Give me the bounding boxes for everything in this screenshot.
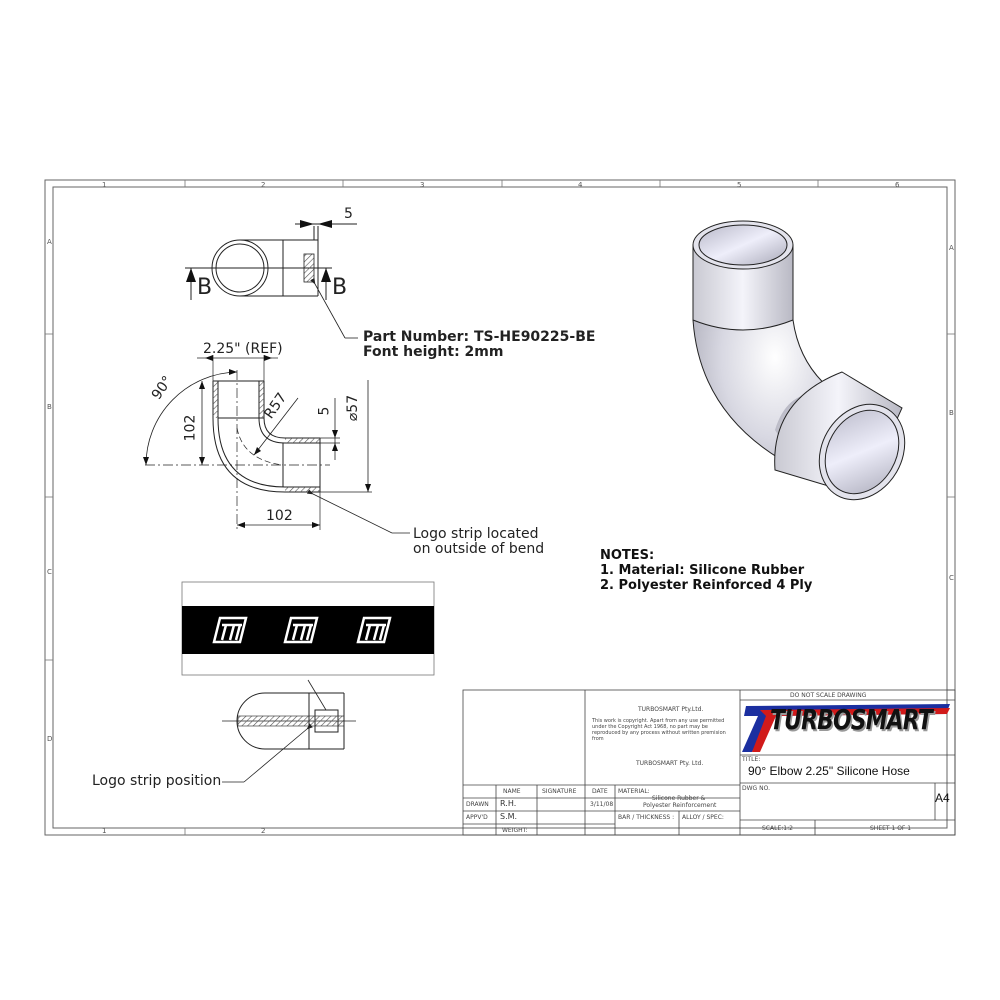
- weight-label: WEIGHT:: [502, 827, 528, 834]
- material-label: MATERIAL:: [618, 788, 650, 795]
- hdr-date: DATE: [592, 788, 608, 795]
- turbosmart-logo: TURBOSMART: [770, 703, 933, 736]
- company-name: TURBOSMART Pty.Ltd.: [638, 706, 704, 713]
- zone-left-d: D: [47, 735, 53, 743]
- sheet-count: SHEET 1 OF 1: [870, 825, 912, 832]
- dwg-no-label: DWG NO.: [742, 785, 770, 792]
- zone-top-2: 2: [261, 181, 266, 189]
- drawn-name: R.H.: [500, 799, 517, 808]
- drawn-date: 3/11/08: [590, 801, 614, 808]
- zone-left-b: B: [47, 403, 52, 411]
- zone-top-5: 5: [737, 181, 742, 189]
- dim-ref-diameter: 2.25" (REF): [203, 341, 283, 357]
- zone-bottom-2: 2: [261, 827, 266, 835]
- logo-strip-callout-line1: Logo strip located: [413, 526, 539, 542]
- dim-height: 102: [182, 414, 199, 442]
- drawing-title: 90° Elbow 2.25" Silicone Hose: [748, 764, 910, 778]
- zone-top-1: 1: [102, 181, 107, 189]
- material-line1: Silicone Rubber &: [652, 795, 706, 802]
- zone-left-c: C: [47, 568, 52, 576]
- section-label-left: B: [197, 275, 213, 300]
- part-number: Part Number: TS-HE90225-BE: [363, 329, 596, 345]
- zone-right-c: C: [949, 574, 954, 582]
- turbosmart-t-logo-icon: [356, 616, 392, 644]
- zone-top-3: 3: [420, 181, 425, 189]
- dim-outer-diameter: ⌀57: [345, 394, 362, 422]
- font-height: Font height: 2mm: [363, 344, 504, 360]
- do-not-scale-label: DO NOT SCALE DRAWING: [790, 692, 867, 699]
- company-footer: TURBOSMART Pty. Ltd.: [636, 760, 704, 767]
- logo-strip-callout: Logo strip located on outside of bend: [413, 527, 544, 557]
- dim-wall-thickness-label: 5: [344, 206, 353, 222]
- drawn-label: DRAWN: [466, 801, 489, 808]
- note-item: 2. Polyester Reinforced 4 Ply: [600, 578, 813, 593]
- bar-thickness-label: BAR / THICKNESS :: [618, 814, 675, 821]
- title-label: TITLE:: [742, 756, 761, 763]
- hdr-signature: SIGNATURE: [542, 788, 577, 795]
- scale-label: SCALE:1:2: [762, 825, 793, 832]
- notes-heading: NOTES:: [600, 548, 655, 563]
- section-label-right: B: [332, 275, 348, 300]
- sheet-size: A4: [935, 791, 950, 805]
- note-item: 1. Material: Silicone Rubber: [600, 563, 805, 578]
- zone-right-a: A: [949, 244, 954, 252]
- notes-block: NOTES: 1. Material: Silicone Rubber 2. P…: [600, 548, 812, 593]
- zone-left-a: A: [47, 238, 52, 246]
- zone-top-6: 6: [895, 181, 900, 189]
- zone-right-b: B: [949, 409, 954, 417]
- logo-strip-callout-line2: on outside of bend: [413, 541, 545, 557]
- copyright-notice: This work is copyright. Apart from any u…: [592, 718, 726, 742]
- logo-strip-position-label: Logo strip position: [92, 773, 222, 789]
- hdr-name: NAME: [503, 788, 521, 795]
- appvd-label: APPV'D: [466, 814, 488, 821]
- dim-length: 102: [266, 508, 293, 524]
- zone-top-4: 4: [578, 181, 583, 189]
- zone-bottom-1: 1: [102, 827, 107, 835]
- turbosmart-t-logo-icon: [283, 616, 319, 644]
- material-line2: Polyester Reinforcement: [643, 802, 717, 809]
- alloy-spec-label: ALLOY / SPEC:: [682, 814, 724, 821]
- appvd-name: S.M.: [500, 812, 518, 821]
- dim-wall: 5: [316, 406, 333, 416]
- logo-strip: [182, 606, 434, 654]
- part-number-callout: Part Number: TS-HE90225-BE Font height: …: [363, 330, 595, 360]
- turbosmart-t-logo-icon: [212, 616, 248, 644]
